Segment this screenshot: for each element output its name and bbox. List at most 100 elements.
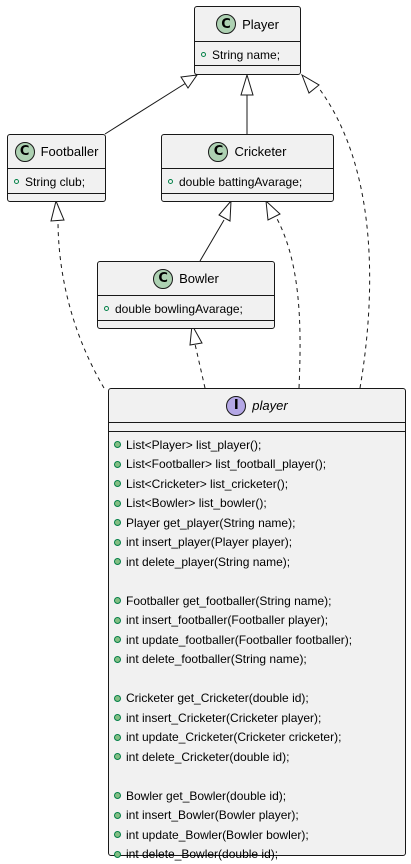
public-method-icon xyxy=(114,851,121,858)
interface-badge-icon: I xyxy=(226,396,246,416)
public-method-icon xyxy=(114,500,121,507)
method-text: int delete_Bowler(double id); xyxy=(126,847,278,861)
class-header: C Footballer xyxy=(8,135,105,169)
method-row: int insert_Cricketer(Cricketer player); xyxy=(109,708,405,728)
edge-interface-realizes-player xyxy=(318,87,370,388)
public-method-icon xyxy=(114,734,121,741)
method-text: int insert_footballer(Footballer player)… xyxy=(126,613,328,627)
class-bowler: C Bowler double bowlingAvarage; xyxy=(97,261,275,329)
method-row: int update_footballer(Footballer footbal… xyxy=(109,630,405,650)
public-visibility-icon xyxy=(168,179,173,184)
class-title: Bowler xyxy=(179,271,219,286)
edge-footballer-extends-player xyxy=(105,83,186,134)
field-text: double bowlingAvarage; xyxy=(115,302,243,316)
method-text: int insert_player(Player player); xyxy=(126,535,292,549)
interface-title: player xyxy=(252,398,287,413)
class-fields: double battingAvarage; xyxy=(162,169,333,194)
arrowhead-interface-footballer xyxy=(51,201,64,221)
method-text: List<Footballer> list_football_player(); xyxy=(126,457,326,471)
class-fields: String club; xyxy=(8,169,105,194)
public-visibility-icon xyxy=(104,306,109,311)
class-title: Cricketer xyxy=(234,144,286,159)
class-badge-icon: C xyxy=(208,142,228,162)
field-text: String name; xyxy=(212,48,280,62)
public-method-icon xyxy=(114,480,121,487)
edge-interface-realizes-cricketer xyxy=(275,215,300,388)
method-text: int delete_player(String name); xyxy=(126,555,290,569)
edge-interface-realizes-bowler xyxy=(195,344,205,388)
public-method-icon xyxy=(114,441,121,448)
arrowhead-interface-player xyxy=(302,75,319,93)
method-row: int delete_player(String name); xyxy=(109,552,405,572)
public-method-icon xyxy=(114,636,121,643)
method-text: List<Player> list_player(); xyxy=(126,438,261,452)
method-row: List<Footballer> list_football_player(); xyxy=(109,455,405,475)
method-row: int insert_Bowler(Bowler player); xyxy=(109,806,405,826)
method-row: Bowler get_Bowler(double id); xyxy=(109,786,405,806)
method-text: Player get_player(String name); xyxy=(126,516,295,530)
public-method-icon xyxy=(114,831,121,838)
method-text: Bowler get_Bowler(double id); xyxy=(126,789,286,803)
public-method-icon xyxy=(114,656,121,663)
interface-methods: List<Player> list_player(); List<Football… xyxy=(109,432,405,864)
method-row: int insert_player(Player player); xyxy=(109,533,405,553)
class-header: C Bowler xyxy=(98,262,274,296)
method-row: List<Cricketer> list_cricketer(); xyxy=(109,474,405,494)
method-text: int update_footballer(Footballer footbal… xyxy=(126,633,352,647)
method-row: int delete_Cricketer(double id); xyxy=(109,747,405,767)
public-visibility-icon xyxy=(14,179,19,184)
public-method-icon xyxy=(114,792,121,799)
class-fields: String name; xyxy=(195,42,300,66)
interface-fields-empty xyxy=(109,423,405,432)
public-method-icon xyxy=(114,461,121,468)
public-method-icon xyxy=(114,714,121,721)
method-text: int update_Bowler(Bowler bowler); xyxy=(126,828,309,842)
public-method-icon xyxy=(114,812,121,819)
method-text: List<Bowler> list_bowler(); xyxy=(126,496,267,510)
public-method-icon xyxy=(114,695,121,702)
public-visibility-icon xyxy=(201,52,206,57)
method-text: int delete_footballer(String name); xyxy=(126,652,307,666)
method-group-gap xyxy=(109,767,405,787)
method-row: Player get_player(String name); xyxy=(109,513,405,533)
public-method-icon xyxy=(114,558,121,565)
public-method-icon xyxy=(114,597,121,604)
arrowhead-interface-cricketer xyxy=(266,201,280,220)
method-row: List<Player> list_player(); xyxy=(109,435,405,455)
class-title: Footballer xyxy=(41,144,99,159)
method-row: Footballer get_footballer(String name); xyxy=(109,591,405,611)
class-header: C Player xyxy=(195,7,300,42)
method-row: int delete_Bowler(double id); xyxy=(109,845,405,864)
class-badge-icon: C xyxy=(216,14,236,34)
class-badge-icon: C xyxy=(153,269,173,289)
method-row: int insert_footballer(Footballer player)… xyxy=(109,611,405,631)
class-player: C Player String name; xyxy=(194,6,301,75)
public-method-icon xyxy=(114,519,121,526)
method-group-gap xyxy=(109,572,405,592)
field-text: String club; xyxy=(25,175,85,189)
field-row: String club; xyxy=(8,172,105,192)
class-footballer: C Footballer String club; xyxy=(7,134,106,202)
method-text: int update_Cricketer(Cricketer cricketer… xyxy=(126,730,341,744)
method-text: Footballer get_footballer(String name); xyxy=(126,594,331,608)
class-header: C Cricketer xyxy=(162,135,333,169)
method-row: int update_Bowler(Bowler bowler); xyxy=(109,825,405,845)
class-cricketer: C Cricketer double battingAvarage; xyxy=(161,134,334,202)
class-badge-icon: C xyxy=(15,142,35,162)
method-row: List<Bowler> list_bowler(); xyxy=(109,494,405,514)
method-row: int update_Cricketer(Cricketer cricketer… xyxy=(109,728,405,748)
method-row: int delete_footballer(String name); xyxy=(109,650,405,670)
field-row: double battingAvarage; xyxy=(162,172,333,192)
method-text: List<Cricketer> list_cricketer(); xyxy=(126,477,288,491)
class-fields: double bowlingAvarage; xyxy=(98,296,274,321)
interface-header: I player xyxy=(109,389,405,423)
public-method-icon xyxy=(114,617,121,624)
public-method-icon xyxy=(114,753,121,760)
method-group-gap xyxy=(109,669,405,689)
class-title: Player xyxy=(242,17,279,32)
interface-player: I player List<Player> list_player(); List… xyxy=(108,388,406,856)
edge-bowler-extends-cricketer xyxy=(200,220,224,261)
method-row: Cricketer get_Cricketer(double id); xyxy=(109,689,405,709)
arrowhead-bowler-cricketer xyxy=(219,201,231,221)
method-text: int insert_Bowler(Bowler player); xyxy=(126,808,299,822)
